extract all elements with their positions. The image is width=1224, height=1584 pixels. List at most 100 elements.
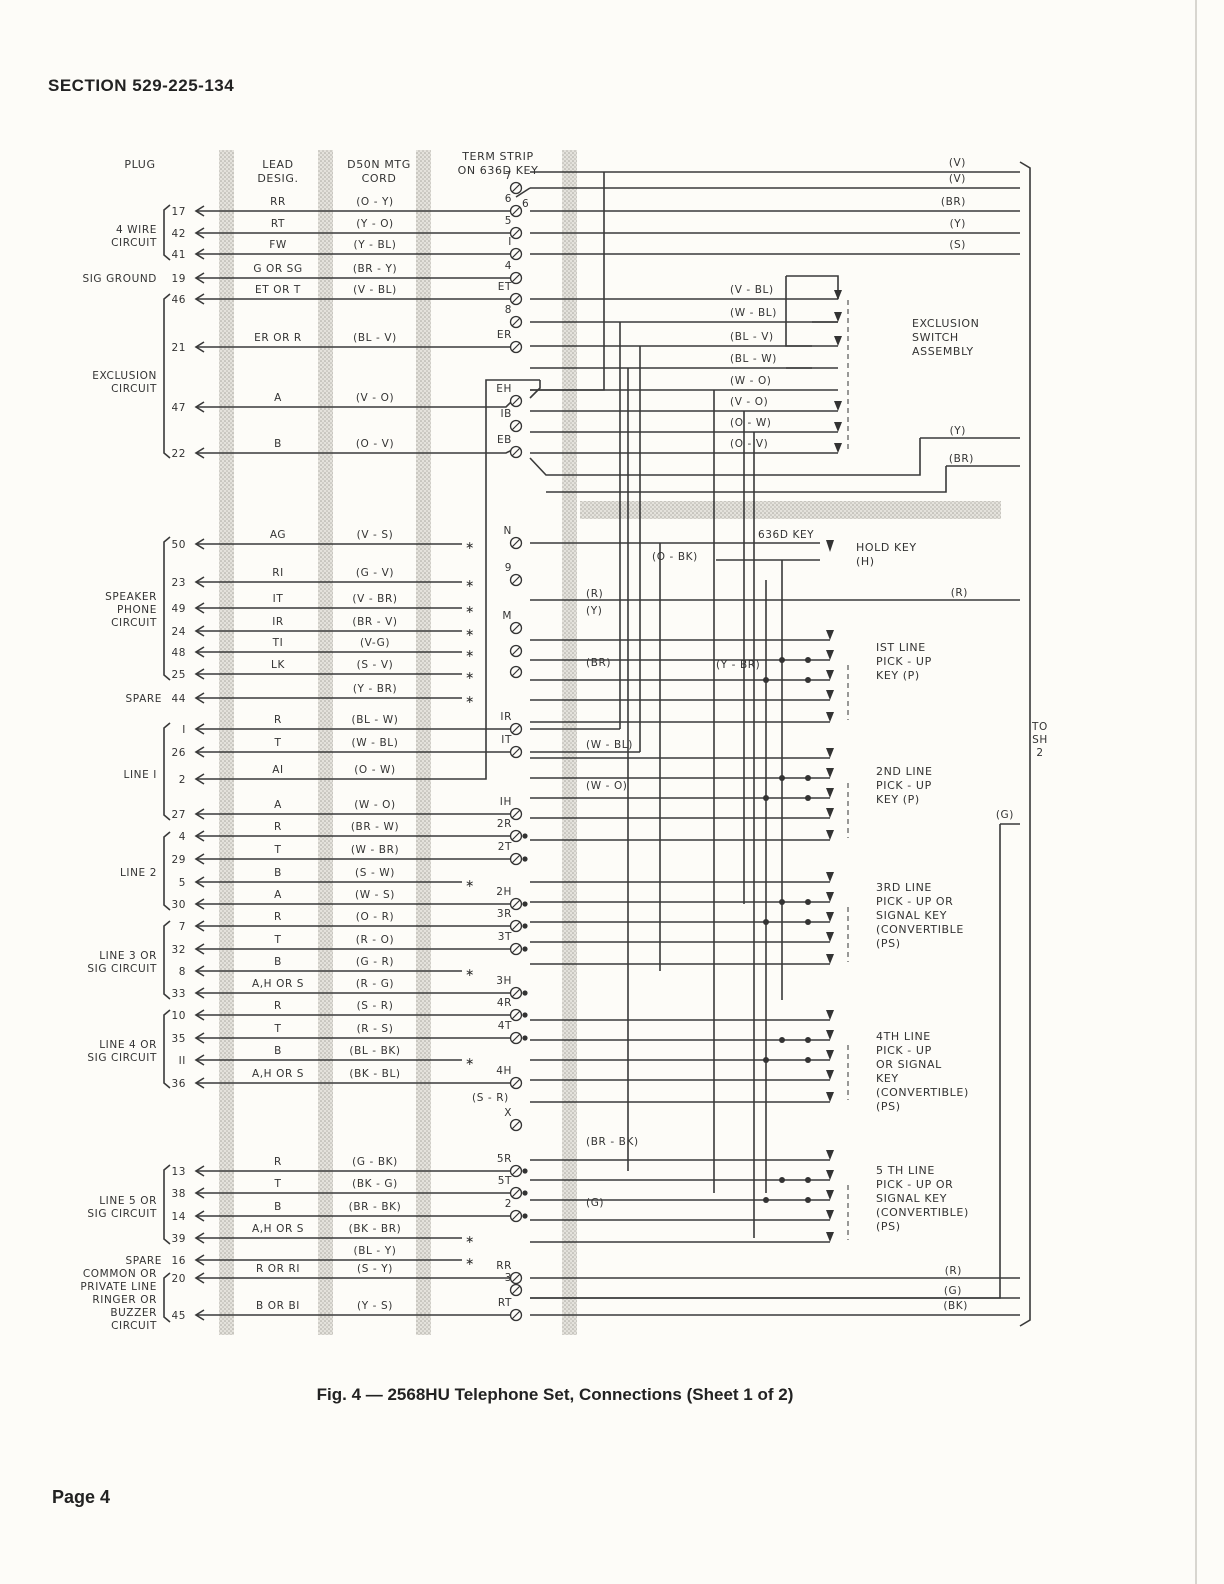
contact-arrow	[826, 788, 834, 798]
cord-color: (V-G)	[360, 637, 390, 649]
wire-color: (Y)	[950, 425, 966, 437]
plug-pin: 8	[179, 966, 186, 978]
terminal-slash	[511, 1033, 521, 1043]
unused-mark: ∗	[465, 693, 475, 706]
terminal-label: IR	[500, 711, 512, 723]
plug-pin: 39	[171, 1233, 186, 1245]
terminal-slash	[511, 1078, 521, 1088]
key-label-4: 4TH LINE	[876, 1030, 931, 1043]
contact-arrow	[826, 1170, 834, 1180]
lead-desig: AI	[272, 764, 283, 776]
terminal-slash	[511, 724, 521, 734]
cord-color: (G - R)	[356, 956, 394, 968]
unused-mark: ∗	[465, 647, 475, 660]
plug-pin: I	[182, 724, 186, 736]
plug-pin: 30	[171, 899, 186, 911]
junction-dot	[805, 919, 811, 925]
contact-arrow	[826, 1030, 834, 1040]
terminal-label: EB	[497, 434, 512, 446]
contact-arrow	[826, 1092, 834, 1102]
junction-dot	[522, 1012, 528, 1018]
group-label: LINE 2	[120, 867, 157, 879]
wire-color: (S - R)	[472, 1092, 509, 1104]
cord-color: (W - BR)	[351, 844, 399, 856]
plug-pin: 38	[171, 1188, 186, 1200]
wire-color: (BR)	[586, 657, 611, 669]
wire-color: (BR)	[941, 196, 966, 208]
lead-desig: RR	[270, 196, 286, 208]
wire-path	[546, 466, 947, 493]
terminal-label: 6	[505, 193, 512, 205]
terminal-slash	[511, 183, 521, 193]
group-bracket	[163, 204, 171, 261]
group-bracket	[163, 1164, 171, 1245]
wire-color: (R)	[951, 587, 968, 599]
terminal-slash	[511, 294, 521, 304]
contact-arrow	[826, 712, 834, 722]
contact-arrow	[826, 872, 834, 882]
terminal-slash	[511, 1188, 521, 1198]
junction-dot	[805, 657, 811, 663]
junction-dot	[779, 775, 785, 781]
contact-arrow	[834, 312, 842, 322]
lead-desig: T	[273, 1178, 281, 1190]
terminal-label: 4	[505, 260, 512, 272]
cord-color: (Y - O)	[356, 218, 394, 230]
plug-pin: 44	[171, 693, 186, 705]
shaded-band	[580, 501, 1001, 519]
junction-dot	[805, 795, 811, 801]
junction-dot	[805, 1057, 811, 1063]
key-label-1: PICK - UP	[876, 655, 932, 668]
group-label: SPARE	[126, 1255, 162, 1267]
cord-header: D50N MTG	[347, 158, 411, 171]
terminal-label: EH	[496, 383, 512, 395]
cord-color: (BL - V)	[353, 332, 397, 344]
wire-color: (W - BL)	[730, 307, 777, 319]
group-label: LINE I	[124, 769, 157, 781]
junction-dot	[522, 856, 528, 862]
group-bracket	[163, 722, 171, 821]
wire-color: (Y - BR)	[716, 659, 760, 671]
wire-color: (V - O)	[730, 396, 768, 408]
unused-mark: ∗	[465, 877, 475, 890]
plug-pin: 47	[171, 402, 186, 414]
plug-pin: 45	[171, 1310, 186, 1322]
junction-dot	[522, 833, 528, 839]
cord-color: (W - BL)	[352, 737, 399, 749]
group-label: PHONE	[117, 604, 157, 616]
terminal-label: 9	[505, 562, 512, 574]
plug-pin: 14	[171, 1211, 186, 1223]
terminal-slash	[511, 854, 521, 864]
cord-color: (Y - BL)	[354, 239, 397, 251]
contact-arrow	[826, 912, 834, 922]
key-label-5: SIGNAL KEY	[876, 1192, 947, 1205]
wire-path	[529, 380, 541, 399]
lead-desig: B	[274, 956, 282, 968]
key-label-5: (CONVERTIBLE)	[876, 1206, 969, 1219]
unused-mark: ∗	[465, 1255, 475, 1268]
plug-pin: 2	[179, 774, 186, 786]
lead-desig: A	[274, 889, 282, 901]
unused-mark: ∗	[465, 577, 475, 590]
shaded-column	[562, 150, 577, 1335]
key-label-3: 3RD LINE	[876, 881, 932, 894]
junction-dot	[522, 990, 528, 996]
group-bracket	[163, 831, 171, 911]
terminal-slash	[511, 396, 521, 406]
page-edge-shadow	[1195, 0, 1197, 1584]
contact-arrow	[826, 1210, 834, 1220]
wire-color: (V)	[949, 173, 966, 185]
to-sheet-label: TO	[1031, 721, 1048, 733]
cord-color: (V - BL)	[353, 284, 397, 296]
lead-desig: G OR SG	[253, 263, 302, 275]
plug-pin: 13	[171, 1166, 186, 1178]
group-bracket	[163, 293, 171, 459]
connector-marks	[509, 181, 849, 1322]
group-label: SIG CIRCUIT	[87, 1052, 157, 1064]
group-label: SIG CIRCUIT	[87, 1208, 157, 1220]
lead-desig: R OR RI	[256, 1263, 300, 1275]
key-label-3: PICK - UP OR	[876, 895, 953, 908]
plug-pin: 36	[171, 1078, 186, 1090]
key-label-3: SIGNAL KEY	[876, 909, 947, 922]
group-bracket	[163, 1272, 171, 1323]
